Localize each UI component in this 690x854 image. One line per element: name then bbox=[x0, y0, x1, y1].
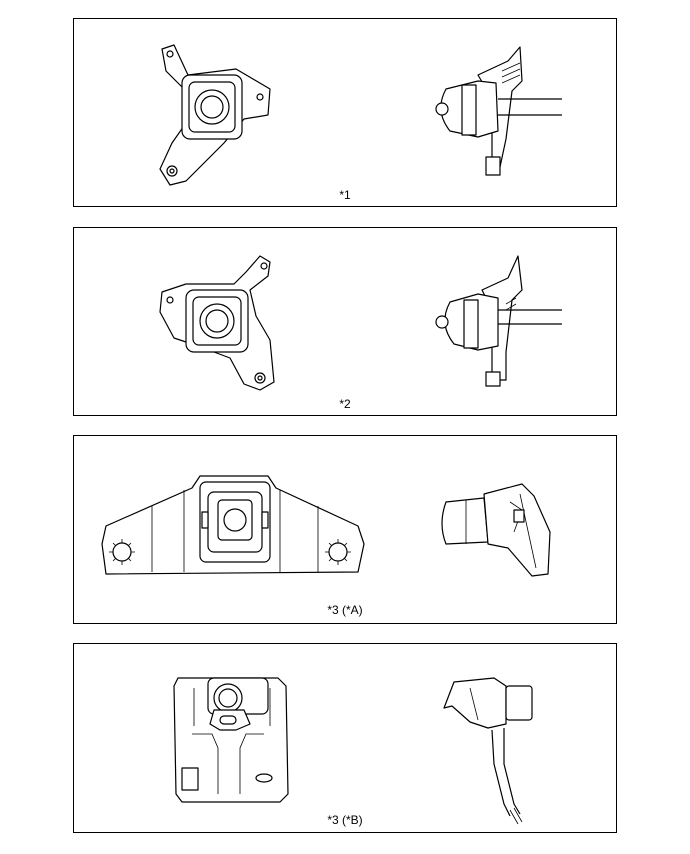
camera-side-view bbox=[441, 483, 551, 577]
camera-illustration-variant-3a bbox=[101, 475, 551, 577]
panel-label: *1 bbox=[339, 188, 351, 202]
panel-variant-1: *1 bbox=[73, 18, 617, 207]
camera-front-view bbox=[159, 44, 271, 186]
panel-variant-3b: *3 (*B) bbox=[73, 643, 617, 833]
camera-front-view bbox=[173, 677, 289, 803]
panel-label: *3 (*A) bbox=[327, 603, 363, 617]
left-mount-hole bbox=[109, 539, 135, 565]
camera-illustration-variant-3b bbox=[173, 677, 533, 825]
panel-label: *2 bbox=[339, 397, 351, 411]
panel-variant-2: *2 bbox=[73, 227, 617, 416]
right-mount-hole bbox=[325, 539, 351, 565]
camera-side-view bbox=[435, 255, 562, 387]
camera-illustration-variant-2 bbox=[159, 255, 562, 391]
camera-side-view bbox=[435, 46, 562, 176]
camera-illustration-variant-1 bbox=[159, 44, 562, 186]
panel-variant-3a: *3 (*A) bbox=[73, 435, 617, 624]
camera-side-view bbox=[443, 677, 533, 825]
camera-front-view bbox=[101, 475, 365, 575]
panel-label: *3 (*B) bbox=[327, 813, 363, 827]
camera-front-view bbox=[159, 255, 275, 391]
